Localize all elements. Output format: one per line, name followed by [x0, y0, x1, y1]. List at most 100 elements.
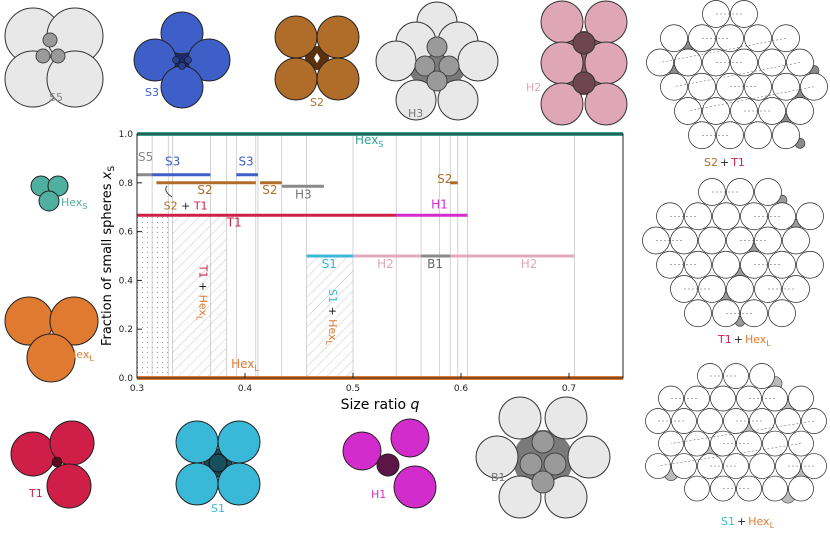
- large-sphere: [788, 385, 814, 412]
- H3-illustration: H3: [375, 1, 499, 121]
- large-sphere: [730, 48, 758, 77]
- large-sphere: [762, 430, 788, 457]
- large-sphere: [768, 202, 796, 231]
- annotation-S5: S5: [138, 150, 153, 164]
- large-sphere: [786, 97, 814, 125]
- large-sphere: [782, 275, 810, 303]
- annotation-S2: S2: [197, 183, 212, 197]
- large-sphere: [674, 48, 702, 77]
- large-sphere: [744, 72, 772, 101]
- coexistence-regions: [137, 215, 353, 378]
- large-sphere: [758, 48, 786, 77]
- y-tick-label: 0.6: [119, 228, 134, 238]
- large-sphere: [698, 275, 726, 303]
- S2-illustration: S2: [274, 15, 360, 109]
- annotation-T1-HexL: T1 + HexL: [195, 264, 210, 321]
- large-sphere: [670, 226, 698, 255]
- annotation-S2-T1: S2 + T1: [164, 200, 208, 213]
- large-sphere: [762, 475, 788, 502]
- large-sphere: [754, 178, 782, 206]
- cell-outline: [687, 86, 815, 112]
- large-sphere: [726, 275, 754, 303]
- large-sphere: [684, 430, 710, 457]
- cell-outline: [670, 420, 815, 444]
- large-sphere: [697, 408, 723, 434]
- large-sphere: [744, 24, 772, 53]
- large-sphere: [772, 121, 800, 150]
- region-T1-HexL: [172, 215, 227, 378]
- HexL-illustration: HexL: [4, 296, 99, 383]
- x-tick-label: 0.4: [238, 384, 253, 394]
- large-sphere: [740, 299, 768, 328]
- H3-label: H3: [408, 107, 423, 120]
- T1-label: T1: [28, 487, 43, 500]
- large-sphere: [749, 453, 775, 479]
- large-sphere: [796, 202, 824, 231]
- large-sphere: [796, 250, 824, 279]
- annotation-S2: S2: [262, 183, 277, 197]
- large-sphere: [684, 299, 712, 328]
- large-sphere: [716, 24, 744, 53]
- large-sphere: [698, 226, 726, 255]
- S1-illustration: S1: [175, 420, 261, 515]
- large-sphere: [684, 250, 712, 279]
- region-S1-HexL: [306, 256, 353, 378]
- large-sphere: [684, 202, 712, 231]
- large-sphere: [730, 0, 758, 28]
- S2-label: S2: [310, 96, 324, 109]
- large-sphere: [702, 97, 730, 125]
- large-sphere: [768, 299, 796, 328]
- H2-illustration: H2: [526, 0, 628, 126]
- large-sphere: [754, 226, 782, 255]
- H1-illustration: H1: [342, 418, 437, 509]
- large-sphere: [788, 475, 814, 502]
- y-tick-label: 1.0: [119, 130, 134, 140]
- S3-label: S3: [145, 86, 159, 99]
- H1-label: H1: [371, 488, 386, 501]
- annotation-S1: S1: [322, 257, 337, 271]
- annotation-T1: T1: [226, 216, 242, 230]
- x-tick-label: 0.7: [562, 384, 576, 394]
- B1-illustration: B1: [475, 396, 611, 519]
- large-sphere: [772, 72, 800, 101]
- annotation-B1: B1: [427, 257, 443, 271]
- large-sphere: [768, 250, 796, 279]
- y-tick-label: 0.4: [119, 276, 134, 286]
- annotation-S3: S3: [165, 155, 180, 169]
- HexS-label: Hex: [61, 196, 83, 209]
- svg-text:HexL: HexL: [68, 348, 94, 363]
- x-tick-label: 0.5: [346, 384, 360, 394]
- y-tick-label: 0.8: [119, 179, 134, 189]
- large-sphere: [684, 475, 710, 502]
- annotation-H1: H1: [431, 197, 448, 211]
- large-sphere: [758, 97, 786, 125]
- annotation-H2: H2: [521, 257, 538, 271]
- large-sphere: [716, 121, 744, 150]
- T1-illustration: T1: [10, 420, 95, 509]
- large-sphere: [712, 250, 740, 279]
- cell-outline: [657, 443, 802, 467]
- S5-illustration: S5: [4, 7, 104, 108]
- region-dotted: [137, 215, 173, 378]
- large-sphere: [749, 363, 775, 389]
- y-tick-label: 0.2: [119, 325, 133, 335]
- S1-HexL-label: S1+HexL: [721, 515, 775, 530]
- S5-label: S5: [49, 91, 63, 104]
- HexL-label: Hex: [68, 348, 90, 361]
- x-tick-label: 0.3: [130, 384, 144, 394]
- annotation-arrow: [165, 185, 173, 198]
- y-tick-label: 0.0: [119, 374, 134, 384]
- S3-illustration: S3: [133, 11, 231, 109]
- large-sphere: [671, 453, 697, 479]
- annotation-HexL: HexL: [231, 357, 259, 373]
- T1-HexL-label: T1+HexL: [717, 333, 771, 348]
- large-sphere: [688, 72, 716, 101]
- large-sphere: [712, 202, 740, 231]
- S1-label: S1: [211, 502, 225, 515]
- large-sphere: [775, 408, 801, 434]
- large-sphere: [710, 385, 736, 412]
- y-axis-label: Fraction of small spheres xS: [100, 166, 117, 346]
- T1-HexL-packing-panel: [642, 178, 824, 328]
- annotation-H3: H3: [295, 188, 312, 202]
